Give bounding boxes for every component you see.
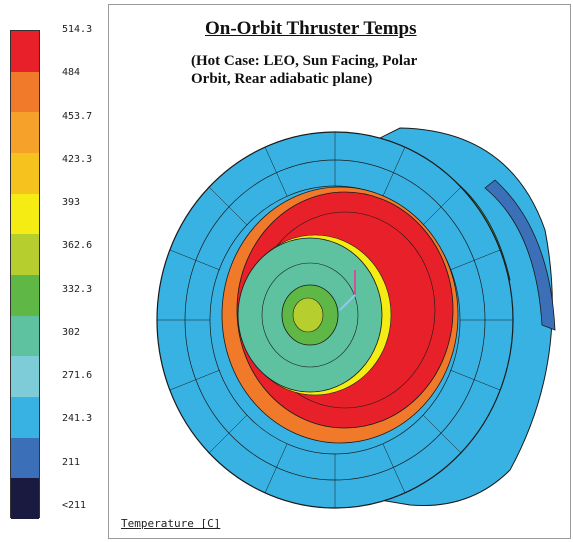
legend-tick-label: 362.6 xyxy=(62,240,93,252)
legend-tick-label: <211 xyxy=(62,500,87,511)
legend-tick-label: 302 xyxy=(62,326,81,338)
legend-tick-label: 332.3 xyxy=(62,283,93,295)
legend-unit-label: Temperature [C] xyxy=(121,517,221,530)
legend-swatch xyxy=(11,31,39,72)
legend-swatch xyxy=(11,71,39,113)
legend-swatch xyxy=(11,315,39,357)
legend-swatch xyxy=(11,356,39,397)
legend-swatch xyxy=(11,234,39,275)
nozzle-inner xyxy=(292,297,324,333)
figure-title: On-Orbit Thruster Temps xyxy=(205,18,417,39)
thruster-thermal-render xyxy=(156,127,556,509)
legend-tick-label: 241.3 xyxy=(62,413,93,425)
side-band-blue xyxy=(484,179,556,331)
outer-ring-mesh xyxy=(157,132,513,508)
legend-swatch xyxy=(11,193,39,235)
legend-swatch xyxy=(11,112,39,153)
legend-swatch xyxy=(11,478,39,519)
legend-tick-label: 484 xyxy=(62,67,81,79)
color-legend-bar xyxy=(10,30,40,519)
legend-tick-label: 211 xyxy=(62,456,81,468)
legend-tick-label: 453.7 xyxy=(62,110,93,122)
legend-tick-label: 514.3 xyxy=(62,24,93,35)
legend-swatch xyxy=(11,275,39,316)
legend-tick-label: 271.6 xyxy=(62,370,93,382)
figure-subtitle: (Hot Case: LEO, Sun Facing, Polar Orbit,… xyxy=(191,52,511,88)
subtitle-line-2: Orbit, Rear adiabatic plane) xyxy=(191,71,373,87)
legend-tick-label: 423.3 xyxy=(62,153,93,165)
axis-triad-x xyxy=(339,294,356,311)
inner-disc-gridline xyxy=(261,262,359,368)
subtitle-line-1: (Hot Case: LEO, Sun Facing, Polar xyxy=(191,53,418,69)
legend-swatch xyxy=(11,397,39,438)
legend-tick-label: 393 xyxy=(62,197,81,209)
legend-swatch xyxy=(11,437,39,479)
legend-swatch xyxy=(11,153,39,194)
